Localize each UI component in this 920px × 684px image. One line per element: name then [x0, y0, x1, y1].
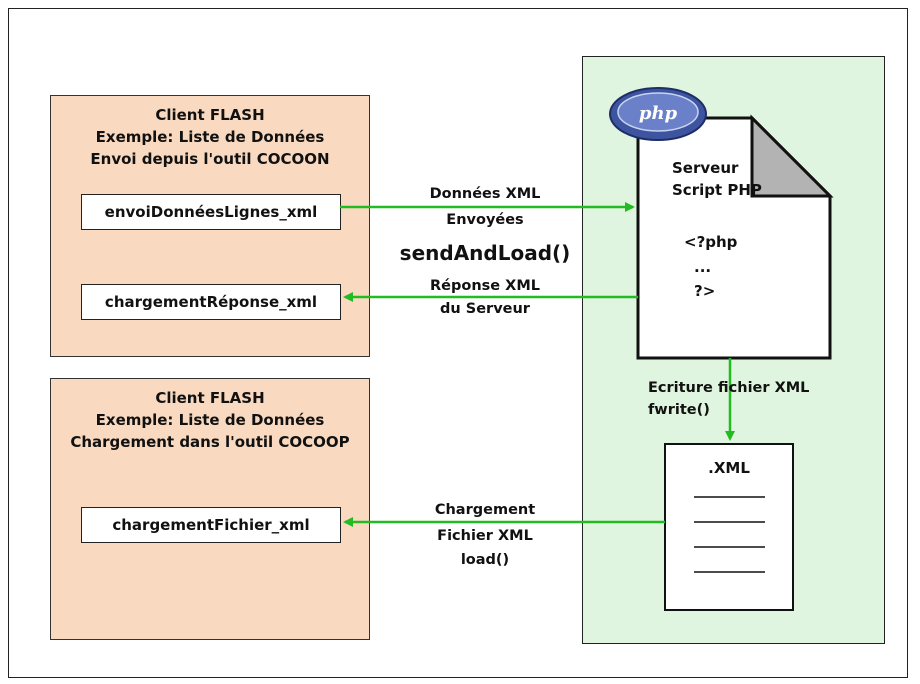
client1-title-line1: Client FLASH [155, 106, 265, 124]
php-logo-text: php [639, 103, 678, 124]
client2-title-line1: Client FLASH [155, 389, 265, 407]
response-label-line1: Réponse XML [429, 278, 541, 294]
client-flash-cocoon-box: Client FLASH Exemple: Liste de Données E… [50, 95, 370, 357]
code-ellipsis: ... [694, 258, 712, 276]
var-envoi-donnees-lignes: envoiDonnéesLignes_xml [81, 194, 341, 230]
load-label-line3: load() [460, 552, 510, 568]
client1-title-line2: Exemple: Liste de Données [95, 128, 325, 146]
code-close-tag: ?> [694, 282, 716, 300]
send-label-line2: Envoyées [446, 212, 524, 228]
code-open-tag: <?php [684, 233, 738, 251]
write-label-line2: fwrite() [648, 402, 710, 418]
client1-title-line3: Envoi depuis l'outil COCOON [90, 150, 330, 168]
server-title-line2: Script PHP [672, 181, 762, 199]
xml-file-label: .XML [708, 459, 750, 477]
send-function-label: sendAndLoad() [399, 241, 571, 265]
server-title-line1: Serveur [672, 159, 739, 177]
client2-title-line3: Chargement dans l'outil COCOOP [70, 433, 350, 451]
write-label-line1: Ecriture fichier XML [648, 380, 810, 396]
load-label-line1: Chargement [434, 502, 536, 518]
php-script-document [636, 114, 834, 360]
php-logo-icon: php [609, 87, 707, 141]
load-label-line2: Fichier XML [437, 528, 533, 544]
send-label-line1: Données XML [429, 186, 541, 202]
client-flash-cocoop-box: Client FLASH Exemple: Liste de Données C… [50, 378, 370, 640]
client2-title-line2: Exemple: Liste de Données [95, 411, 325, 429]
var-chargement-reponse: chargementRéponse_xml [81, 284, 341, 320]
var-chargement-fichier: chargementFichier_xml [81, 507, 341, 543]
xml-file-document [664, 443, 794, 611]
response-label-line2: du Serveur [440, 301, 530, 317]
